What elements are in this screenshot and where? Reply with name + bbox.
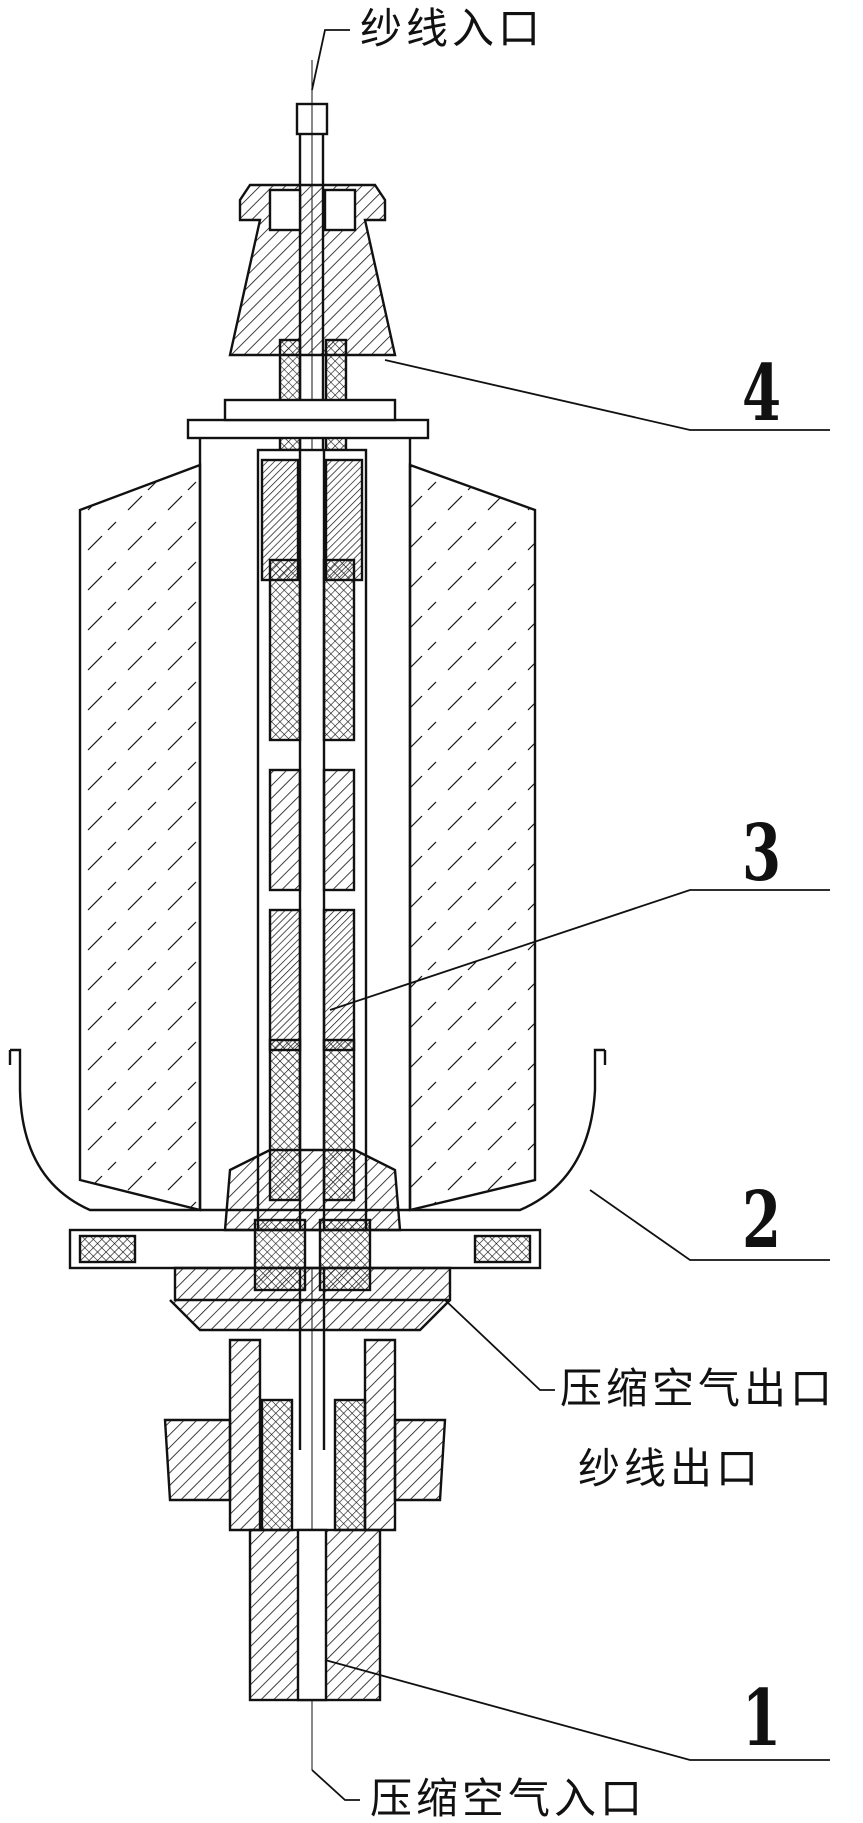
compressed-air-outlet-label: 压缩空气出口 [560, 1364, 837, 1413]
part-number-4: 4 [742, 348, 782, 439]
part-number-2: 2 [742, 1175, 782, 1266]
leader-part-1 [324, 1659, 830, 1761]
leader-air-outlet [444, 1299, 555, 1391]
leader-yarn-inlet [311, 29, 350, 91]
leader-part-3 [329, 889, 830, 1011]
yarn-package-block [78, 463, 537, 1212]
part-number-1: 1 [742, 1673, 782, 1764]
leader-air-inlet [311, 1769, 360, 1801]
lower-housing [163, 1338, 447, 1702]
leader-part-2 [589, 1189, 830, 1261]
part-number-3: 3 [742, 808, 782, 899]
compressed-air-inlet-label: 压缩空气入口 [370, 1774, 647, 1823]
leader-lines [311, 29, 830, 1801]
yarn-inlet-label: 纱线入口 [360, 4, 545, 53]
leader-part-4 [384, 359, 830, 431]
base-disc [68, 1148, 542, 1332]
yarn-outlet-label: 纱线出口 [578, 1444, 763, 1493]
